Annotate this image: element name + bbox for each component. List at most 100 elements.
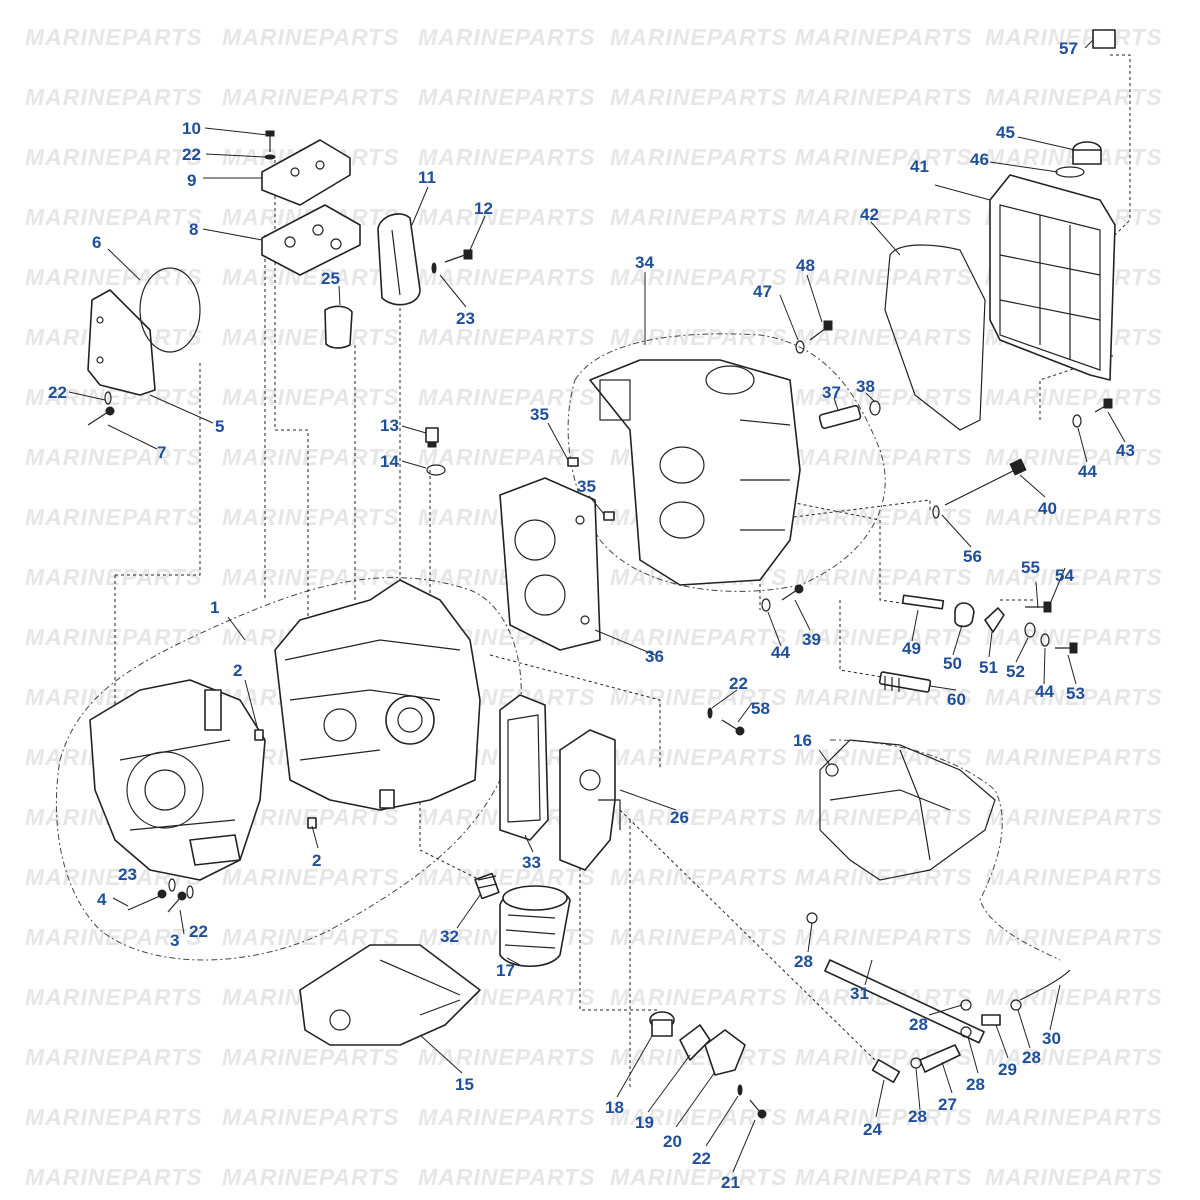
washer-44-mid <box>761 598 771 612</box>
callout-22b: 22 <box>48 383 67 402</box>
bushing-50 <box>954 602 975 628</box>
watermark-text: MARINEPARTS <box>418 264 596 290</box>
watermark-text: MARINEPARTS <box>795 684 973 710</box>
pin-49 <box>901 594 945 610</box>
watermark-text: MARINEPARTS <box>25 1164 203 1190</box>
watermark-text: MARINEPARTS <box>985 1044 1163 1070</box>
callout-28b: 28 <box>909 1015 928 1034</box>
bolt-39 <box>781 584 804 601</box>
watermark-text: MARINEPARTS <box>985 1164 1163 1190</box>
bottom-cowling <box>819 739 996 881</box>
callout-35a: 35 <box>530 405 549 424</box>
bolt-43 <box>1094 398 1113 413</box>
plate-9 <box>261 139 351 206</box>
filler-cap-45 <box>1072 141 1102 165</box>
callout-43: 43 <box>1116 441 1135 460</box>
watermark-text: MARINEPARTS <box>418 864 596 890</box>
fitting-24 <box>871 1059 901 1083</box>
callout-57: 57 <box>1059 39 1078 58</box>
watermark-text: MARINEPARTS <box>610 264 788 290</box>
bolt-12 <box>444 249 473 263</box>
callout-17: 17 <box>496 961 515 980</box>
bolt-48 <box>809 320 833 341</box>
callout-3: 3 <box>170 931 179 950</box>
bolt-21 <box>749 1099 767 1119</box>
plug-13 <box>425 427 439 448</box>
union-32 <box>474 872 500 900</box>
watermark-text: MARINEPARTS <box>418 444 596 470</box>
washer-22-top <box>264 154 276 160</box>
callout-45: 45 <box>996 123 1015 142</box>
watermark-text: MARINEPARTS <box>418 1104 596 1130</box>
washer-52 <box>1024 622 1036 638</box>
watermark-text: MARINEPARTS <box>222 1104 400 1130</box>
bolt-40 <box>944 458 1027 506</box>
watermark-text: MARINEPARTS <box>25 1104 203 1130</box>
watermark-text: MARINEPARTS <box>222 864 400 890</box>
bolt-3 <box>167 891 187 913</box>
watermark-text: MARINEPARTS <box>418 204 596 230</box>
washer-23-lower <box>168 878 176 892</box>
watermark-text: MARINEPARTS <box>795 204 973 230</box>
oil-filter-17 <box>499 885 571 967</box>
oil-pan-15 <box>299 944 481 1046</box>
watermark-text: MARINEPARTS <box>985 684 1163 710</box>
watermark-text: MARINEPARTS <box>25 444 203 470</box>
callout-10: 10 <box>182 119 201 138</box>
watermark-text: MARINEPARTS <box>418 1164 596 1190</box>
o-ring-14 <box>426 464 446 476</box>
cover-20 <box>704 1029 746 1076</box>
callout-22d: 22 <box>729 674 748 693</box>
callout-19: 19 <box>635 1113 654 1132</box>
watermark-text: MARINEPARTS <box>25 564 203 590</box>
decal-57 <box>1092 29 1116 49</box>
watermark-text: MARINEPARTS <box>610 204 788 230</box>
watermark-text: MARINEPARTS <box>25 24 203 50</box>
watermark-text: MARINEPARTS <box>610 1164 788 1190</box>
dowel-35-lower <box>603 511 615 521</box>
callout-18: 18 <box>605 1098 624 1117</box>
callout-27: 27 <box>938 1095 957 1114</box>
watermark-text: MARINEPARTS <box>985 744 1163 770</box>
watermark-text: MARINEPARTS <box>610 924 788 950</box>
callout-52: 52 <box>1006 662 1025 681</box>
bushing-25 <box>324 305 353 349</box>
washer-47 <box>795 340 805 354</box>
callout-26: 26 <box>670 808 689 827</box>
watermark-text: MARINEPARTS <box>985 804 1163 830</box>
washer-22-lower <box>186 885 194 899</box>
callout-47: 47 <box>753 282 772 301</box>
watermark-text: MARINEPARTS <box>25 1044 203 1070</box>
callout-38: 38 <box>856 377 875 396</box>
bolt-7 <box>87 406 115 426</box>
callout-labels: 1 2 2 3 4 5 6 7 8 9 10 11 12 13 14 15 16… <box>48 39 1135 1192</box>
bolt-53 <box>1055 642 1078 654</box>
watermark-text: MARINEPARTS <box>985 1104 1163 1130</box>
gasket-19 <box>679 1024 711 1061</box>
fitting-29 <box>981 1014 1001 1026</box>
washer-22-bottom <box>737 1084 743 1096</box>
dowel-pin-lower <box>307 817 317 829</box>
callout-33: 33 <box>522 853 541 872</box>
watermark-text: MARINEPARTS <box>795 504 973 530</box>
cover-plate-5 <box>87 289 156 396</box>
watermark-text: MARINEPARTS <box>418 324 596 350</box>
watermark-text: MARINEPARTS <box>795 24 973 50</box>
watermark-text: MARINEPARTS <box>610 144 788 170</box>
callout-42: 42 <box>860 205 879 224</box>
watermark-text: MARINEPARTS <box>795 324 973 350</box>
watermark-text: MARINEPARTS <box>985 384 1163 410</box>
bracket-11 <box>377 213 421 306</box>
bolt-58 <box>721 719 745 736</box>
callout-40: 40 <box>1038 499 1057 518</box>
callout-44a: 44 <box>1078 462 1097 481</box>
callout-29: 29 <box>998 1060 1017 1079</box>
callout-48: 48 <box>796 256 815 275</box>
watermark-text: MARINEPARTS <box>985 984 1163 1010</box>
callout-25: 25 <box>321 269 340 288</box>
watermark-text: MARINEPARTS <box>418 384 596 410</box>
callout-41: 41 <box>910 157 929 176</box>
watermark-text: MARINEPARTS <box>795 84 973 110</box>
watermark-text: MARINEPARTS <box>985 564 1163 590</box>
